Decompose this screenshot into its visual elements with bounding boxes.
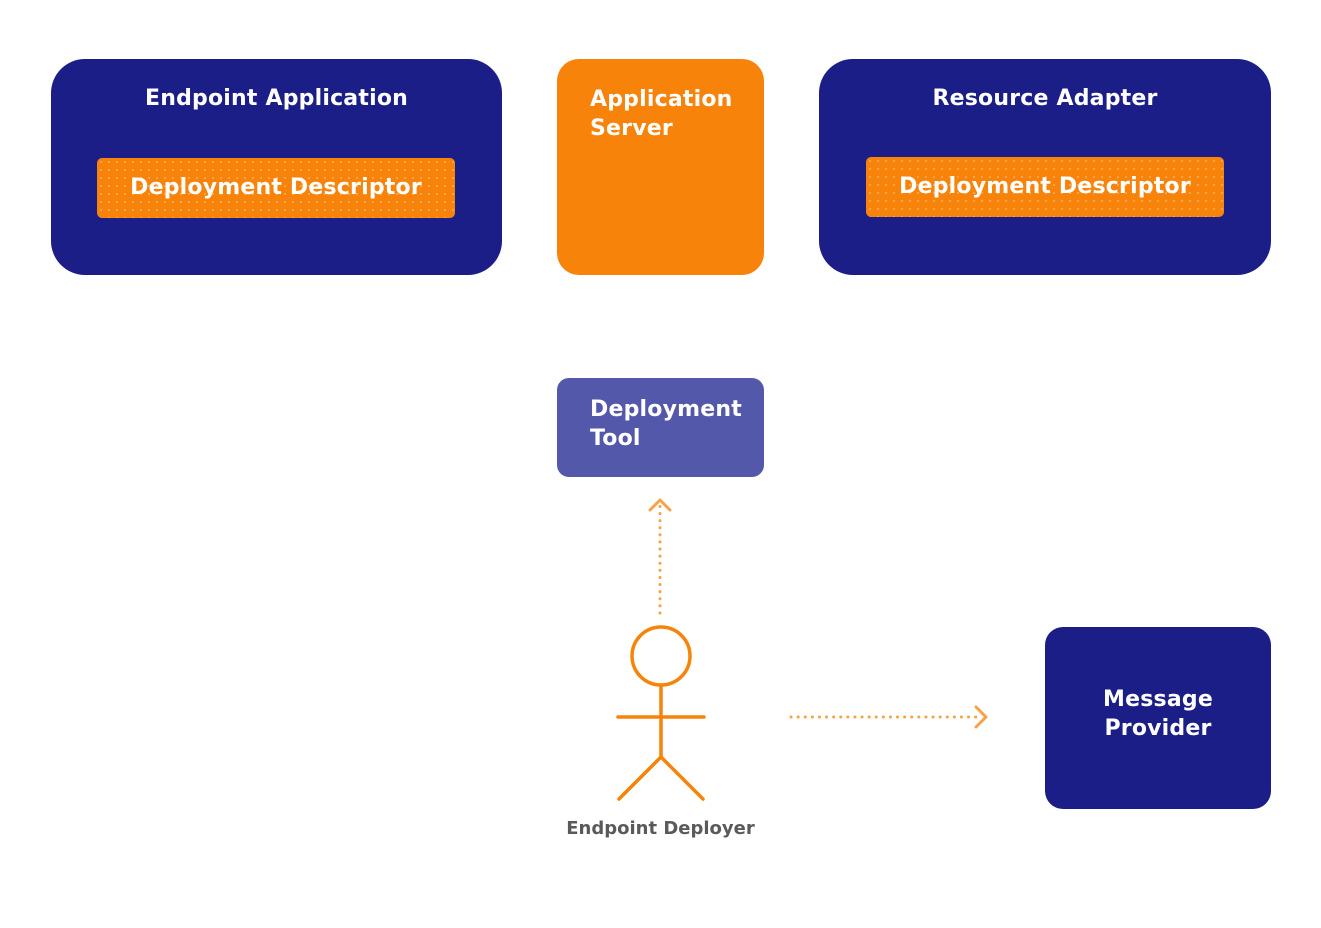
resource-adapter-box: Resource Adapter Deployment Descriptor [819,59,1271,275]
message-provider-title: Message Provider [1103,687,1213,741]
resource-adapter-title: Resource Adapter [932,86,1158,111]
endpoint-application-title: Endpoint Application [144,86,408,111]
application-server-title: Application Server [590,87,733,141]
endpoint-application-box: Endpoint Application Deployment Descript… [51,59,502,275]
endpoint-application-deployment-descriptor: Deployment Descriptor [97,158,455,218]
application-server-box: Application Server [557,59,764,275]
resource-adapter-deployment-descriptor: Deployment Descriptor [866,157,1224,217]
stick-figure-icon [616,625,706,801]
arrow-to-deployment-tool [648,498,672,615]
message-provider-box: Message Provider [1045,627,1271,809]
deployment-tool-title: Deployment Tool [590,397,742,451]
actor-label: Endpoint Deployer [566,818,755,839]
deployment-tool-box: Deployment Tool [557,378,764,477]
arrow-to-message-provider [789,705,988,729]
